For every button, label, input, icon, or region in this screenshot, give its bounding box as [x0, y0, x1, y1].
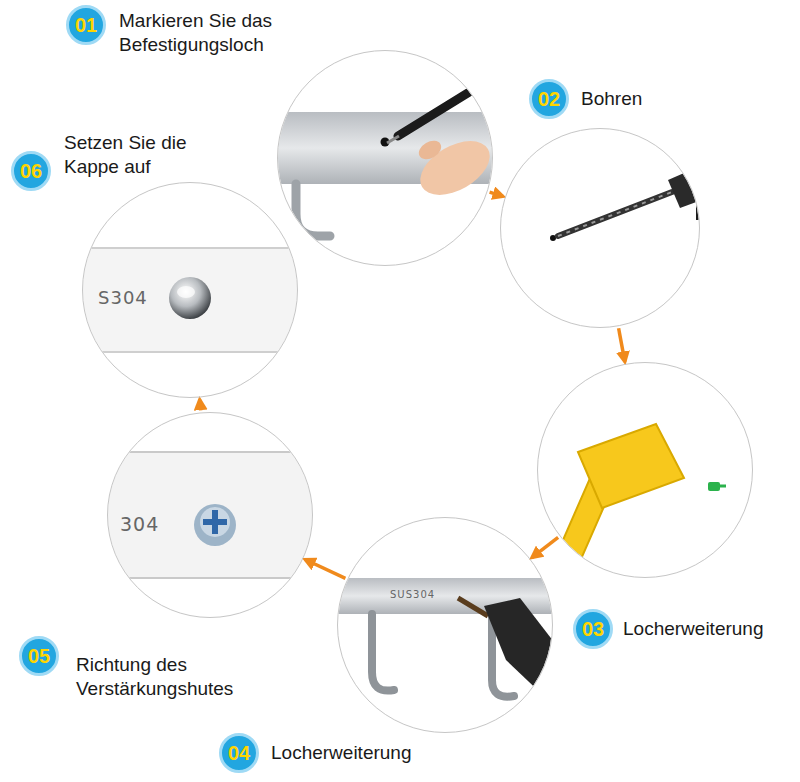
cap-illustration	[80, 248, 310, 352]
step-circle: 04Locherweiterung	[337, 517, 553, 733]
rack-drill-illustration	[330, 578, 560, 700]
step-arrow	[200, 400, 201, 411]
hammer-illustration	[556, 424, 726, 566]
step-arrow	[490, 192, 503, 196]
anchor-illustration	[100, 452, 330, 578]
step-circle: 02Bohren	[500, 128, 700, 328]
engraved-label: S304	[98, 287, 148, 308]
step-number: 04	[219, 733, 259, 773]
step-label: Bohren	[581, 87, 681, 111]
step-number: 05	[19, 636, 59, 676]
step-arrow	[619, 328, 625, 362]
step-label: Locherweiterung	[271, 741, 441, 765]
step-label: Richtung des Verstärkungshutes	[76, 653, 256, 701]
step-arrow	[305, 560, 345, 579]
step-number: 03	[573, 609, 613, 649]
step-arrow	[532, 537, 558, 557]
step-number: 01	[66, 5, 106, 45]
step-label: Markieren Sie das Befestigungsloch	[119, 9, 299, 57]
step-circle: 03Locherweiterung	[537, 362, 753, 578]
engraved-label: 304	[120, 513, 159, 535]
step-label: Setzen Sie die Kappe auf	[64, 131, 234, 179]
step-circle: 01Markieren Sie das Befestigungsloch	[277, 50, 493, 266]
marking-illustration	[270, 78, 510, 236]
step-number: 02	[529, 79, 569, 119]
step-label: Locherweiterung	[623, 617, 793, 641]
drill-illustration	[550, 150, 716, 241]
step-number: 06	[11, 151, 51, 191]
engraved-label: SUS304	[390, 589, 435, 600]
